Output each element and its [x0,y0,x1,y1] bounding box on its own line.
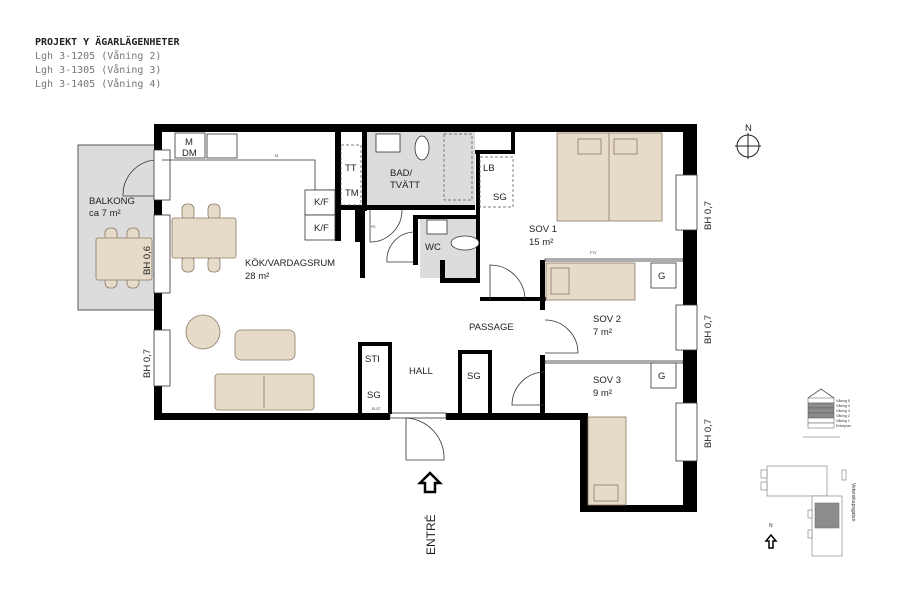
floor-key-diagram [803,388,840,438]
double-bed [556,132,663,222]
fixture-kf-1: K/F [314,197,329,208]
window-height-sov3: BH 0,7 [703,419,714,448]
room-area-sov3: 9 m² [593,388,612,399]
kitchen [162,132,362,241]
fixture-wardrobe-sov2: G [658,271,665,282]
project-title: PROJEKT Y ÄGARLÄGENHETER [35,37,180,48]
sink [206,133,238,159]
unit-label: Lgh 3-1405 (Våning 4) [35,79,162,90]
balcony-door [122,159,156,197]
fixture-kf-2: K/F [314,223,329,234]
fixture-ftv: FTV [590,251,597,255]
compass-north: N [745,123,752,134]
room-label-bath-2: TVÄTT [390,180,420,191]
fixture-m: M [185,137,193,148]
room-label-sov3: SOV 3 [593,375,621,386]
coffee-table [234,329,296,361]
entrance-door [405,417,445,461]
window-height-left: BH 0,7 [142,349,153,378]
entrance-arrow-icon [416,471,444,494]
dining-table [171,217,237,259]
room-label-kitchen-living: KÖK/VARDAGSRUM [245,258,335,269]
room-label-hall: HALL [409,366,433,377]
floor-key-label: Våning 4 [836,404,850,408]
room-label-balcony: BALKONG [89,196,135,207]
fixture-elst: ELST [372,407,382,411]
balcony-table [95,237,153,281]
room-label-bath: BAD/ [390,168,413,179]
site-north-arrow-icon [764,533,778,549]
window-height-sov1: BH 0,7 [703,201,714,230]
bath-fixtures [375,133,514,251]
window-height-sov2: BH 0,7 [703,315,714,344]
fixture-tt: TT [345,163,357,174]
site-north-label: N [769,523,773,529]
fixture-u: U [275,153,278,158]
street-name: Vetenskapsgatan [850,483,856,522]
interior-walls [335,131,684,415]
room-area-balcony: ca 7 m² [89,208,121,219]
fixture-fs: FS [371,225,376,229]
room-area-sov1: 15 m² [529,237,553,248]
balcony [77,144,157,311]
fixture-wardrobe-sov3: G [658,371,665,382]
room-area-sov2: 7 m² [593,327,612,338]
unit-label: Lgh 3-1305 (Våning 3) [35,65,162,76]
entrance-label: ENTRÉ [423,514,438,555]
armchair [185,314,221,350]
floor-key-label: Våning 3 [836,409,850,413]
room-label-sov1: SOV 1 [529,224,557,235]
site-key-plan [760,465,847,557]
fixture-dm: DM [182,148,197,159]
fixture-sti: STI [365,354,380,365]
doors [369,209,579,461]
room-area-kitchen-living: 28 m² [245,271,269,282]
window-height-balcony: BH 0,6 [142,246,153,275]
furniture [95,132,677,506]
project-header: PROJEKT Y ÄGARLÄGENHETER Lgh 3-1205 (Vån… [35,36,180,92]
fixture-sg-passage: SG [467,371,481,382]
fixture-tm: TM [345,188,359,199]
floor-key-label: Våning 2 [836,414,850,418]
floor-key-label: Våning 1 [836,419,850,423]
room-label-wc: WC [425,242,441,253]
unit-label: Lgh 3-1205 (Våning 2) [35,51,162,62]
floor-key-label: Entréplan [836,424,851,428]
sofa [214,373,315,411]
room-label-passage: PASSAGE [469,322,514,333]
windows [153,149,698,462]
room-label-sov2: SOV 2 [593,314,621,325]
fixture-sg-bath: SG [493,192,507,203]
compass-icon [735,133,761,159]
fixture-lb: LB [483,163,495,174]
fixture-sg-hall: SG [367,390,381,401]
floor-key-label: Våning 5 [836,399,850,403]
